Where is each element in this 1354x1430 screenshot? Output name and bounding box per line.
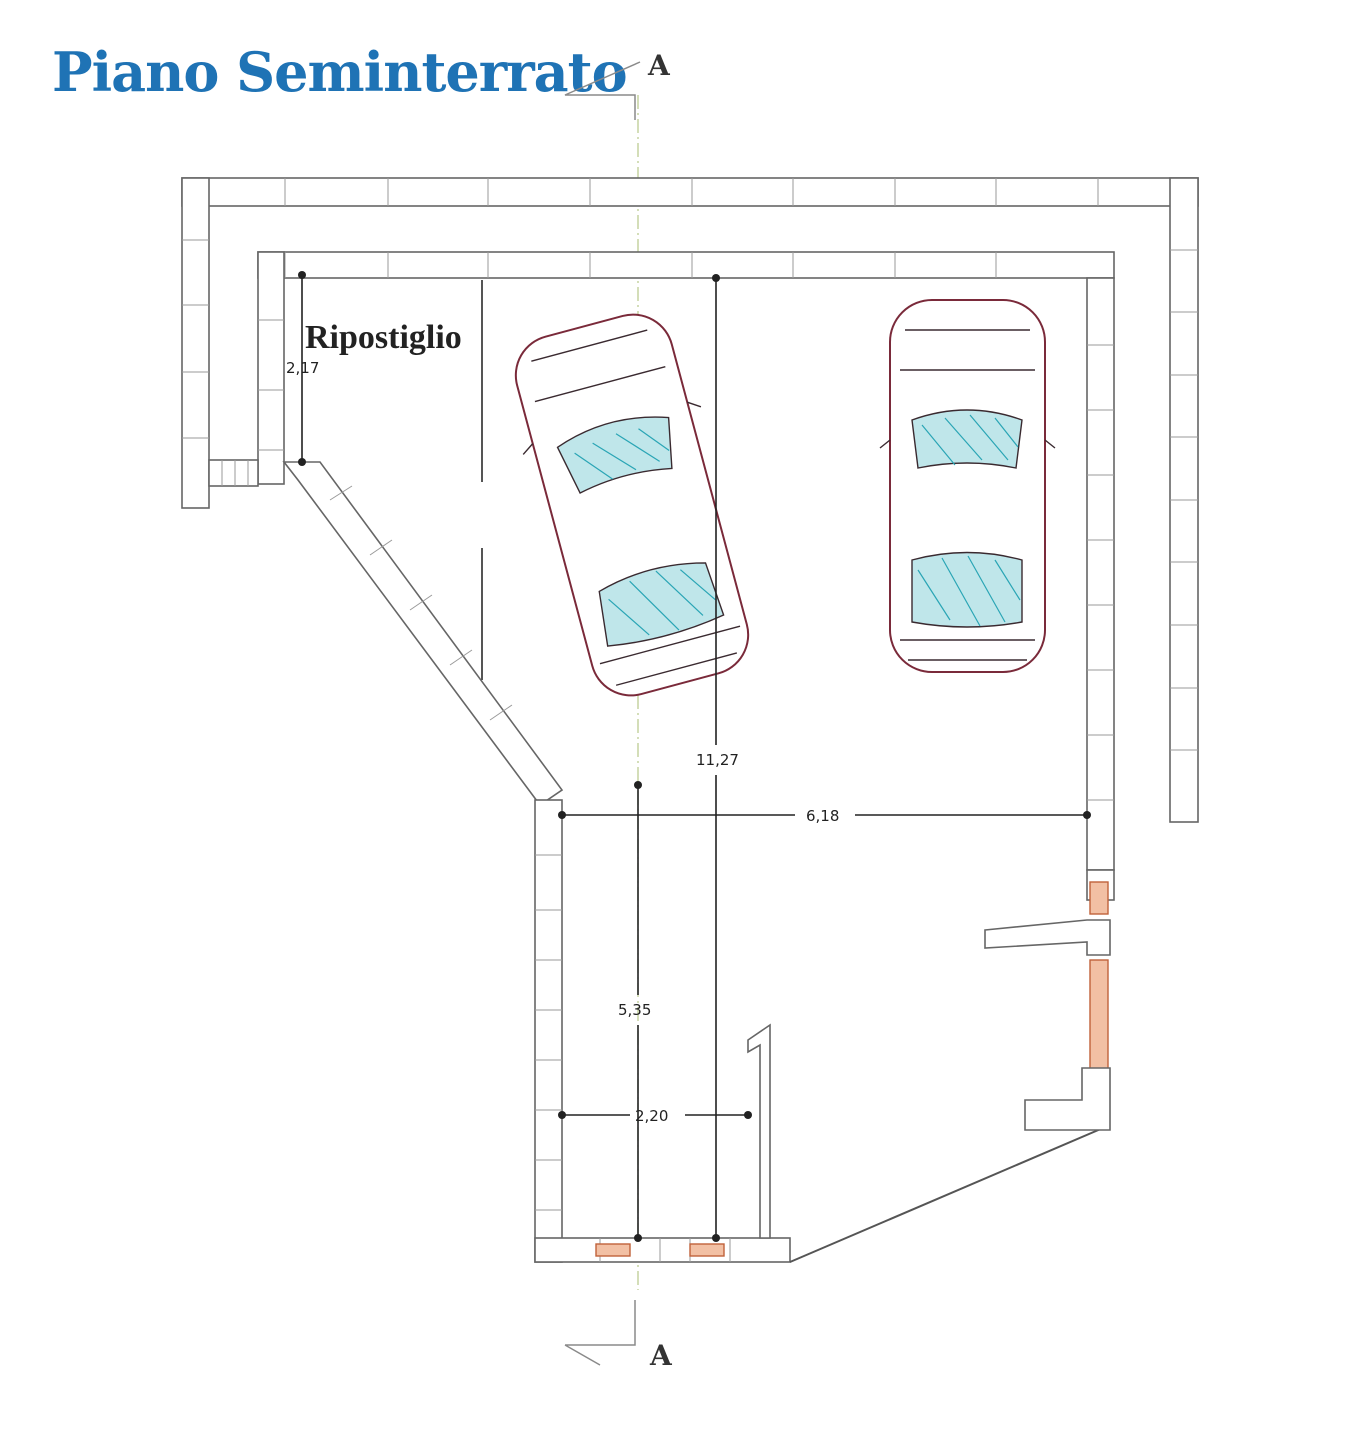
- room-label-storage: Ripostiglio: [305, 319, 462, 356]
- section-line: A A: [564, 49, 673, 1372]
- inner-walls: [208, 251, 1115, 1263]
- dimension-storage-height: 2,17: [286, 359, 319, 377]
- dimension-total-depth: 11,27: [696, 751, 739, 769]
- door-bottom-left: [595, 1243, 631, 1257]
- dimension-width: 6,18: [806, 807, 839, 825]
- car-right: [879, 299, 1056, 673]
- section-marker-top: [564, 61, 641, 120]
- section-label-bottom: A: [649, 1339, 673, 1372]
- dimension-lines: [298, 271, 1091, 1242]
- section-marker-bottom: [564, 1300, 636, 1366]
- dimension-lower-depth: 5,35: [618, 1001, 651, 1019]
- window-right-top: [1089, 881, 1109, 915]
- car-left: [514, 313, 750, 697]
- section-label-top: A: [647, 49, 671, 82]
- dimension-lower-width: 2,20: [635, 1107, 668, 1125]
- door-right: [1089, 959, 1109, 1071]
- outer-wall: [181, 177, 1199, 823]
- plan-title: Piano Seminterrato: [52, 40, 628, 104]
- door-bottom-right: [689, 1243, 725, 1257]
